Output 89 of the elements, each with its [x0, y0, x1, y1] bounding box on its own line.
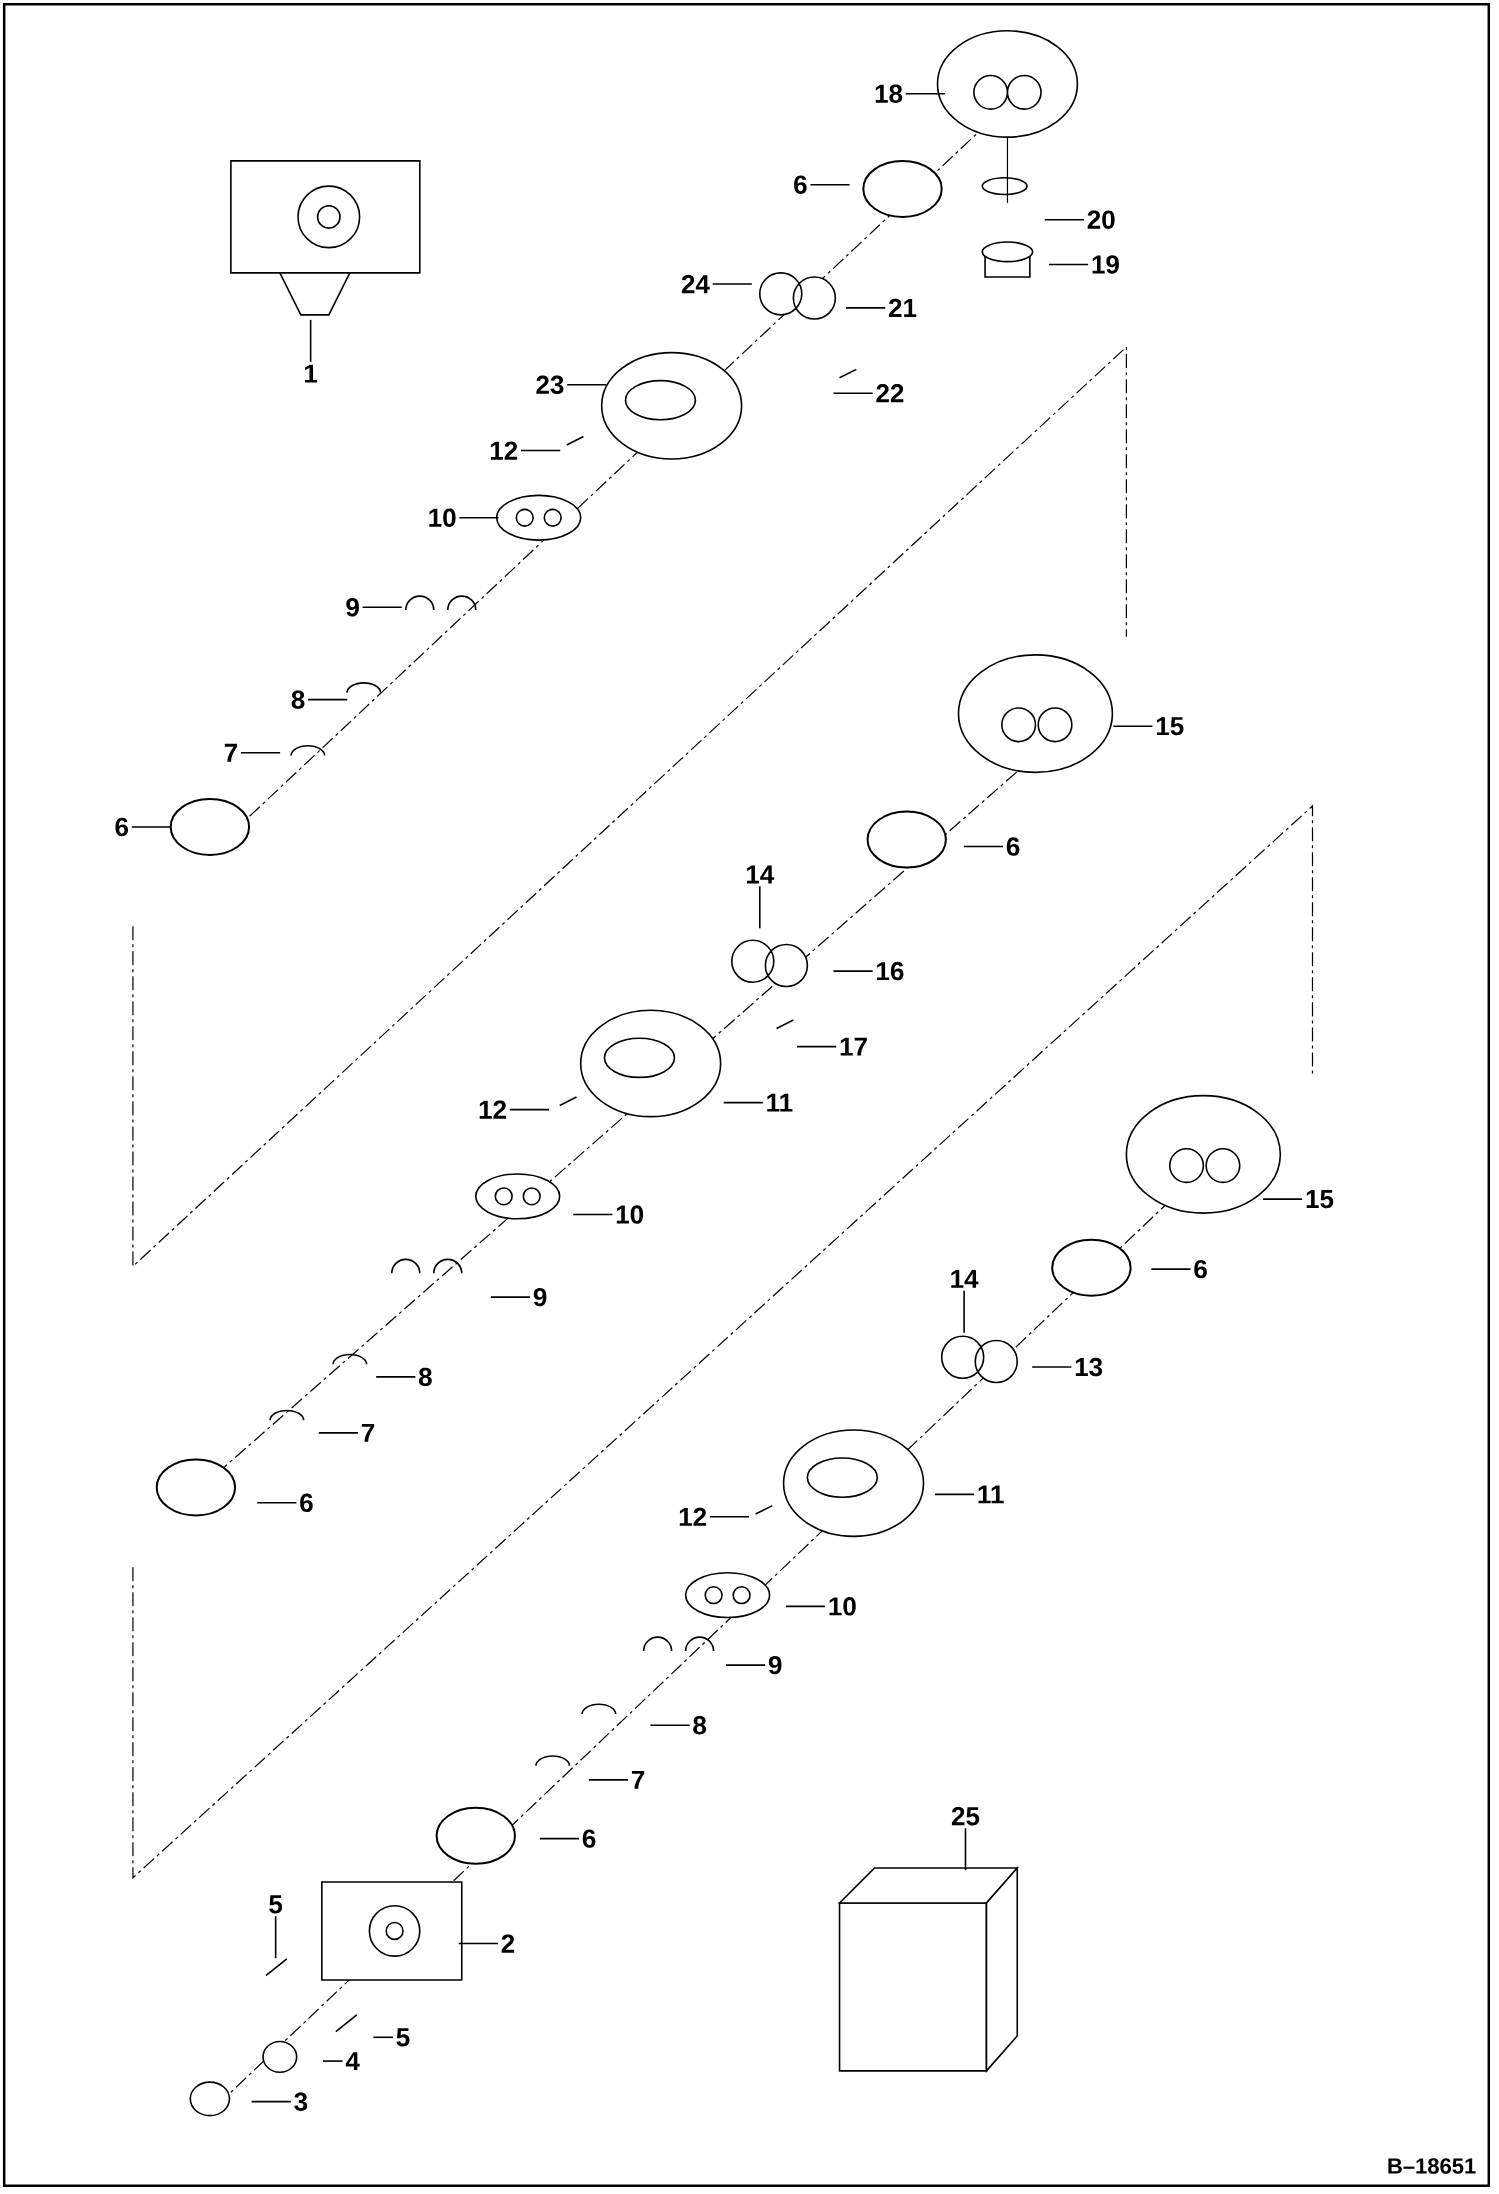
- callout-number: 7: [224, 743, 238, 762]
- figure-number: B–18651: [1388, 2158, 1476, 2174]
- callout-number: 6: [583, 1829, 596, 1848]
- callout-number: 18: [875, 84, 903, 103]
- callout-number: 7: [632, 1770, 645, 1789]
- leader-line: [539, 1837, 581, 1840]
- callout-number: 8: [693, 1716, 707, 1735]
- callout-number: 15: [1157, 717, 1184, 736]
- leader-line: [318, 1432, 359, 1434]
- callout-number: 16: [877, 961, 904, 981]
- leader-line: [963, 845, 1005, 848]
- leader-line: [520, 449, 562, 452]
- leader-line: [310, 319, 312, 363]
- leader-line: [832, 970, 874, 972]
- leader-line: [712, 283, 753, 285]
- leader-line: [509, 1108, 550, 1111]
- leader-line: [809, 183, 851, 186]
- leader-line: [1262, 1198, 1304, 1200]
- callout-number: 6: [1194, 1259, 1208, 1279]
- leader-line: [725, 1664, 767, 1666]
- leader-line: [934, 1493, 976, 1496]
- callout-number: 10: [617, 1205, 644, 1224]
- callout-number: 9: [346, 598, 360, 617]
- leader-line: [322, 2060, 344, 2062]
- leader-line: [362, 606, 403, 609]
- callout-number: 5: [269, 1895, 283, 1914]
- leader-line: [963, 1289, 966, 1334]
- leader-line: [709, 1516, 751, 1518]
- callout-number: 23: [536, 375, 564, 395]
- leader-line: [723, 1101, 764, 1104]
- callout-number: 1: [305, 364, 318, 383]
- leader-line: [256, 1502, 298, 1504]
- leader-line: [1150, 1268, 1192, 1270]
- leader-line: [832, 392, 874, 394]
- callout-number: 17: [840, 1037, 868, 1056]
- leader-line: [307, 698, 349, 701]
- callout-number: 24: [682, 274, 710, 294]
- leader-line: [372, 2036, 394, 2039]
- callout-number: 10: [429, 508, 456, 527]
- callout-number: 25: [952, 1807, 980, 1826]
- callout-number: 14: [747, 865, 775, 884]
- leader-line: [251, 2100, 292, 2103]
- leader-line: [649, 1724, 691, 1727]
- callout-number: 21: [889, 298, 917, 317]
- callout-number: 12: [680, 1507, 707, 1526]
- callout-number: 6: [115, 817, 129, 837]
- callout-number: 6: [794, 175, 807, 194]
- callout-number: 9: [769, 1655, 782, 1675]
- leader-line: [964, 1827, 967, 1871]
- leader-line: [572, 1213, 614, 1216]
- callout-number: 2: [501, 1934, 515, 1953]
- leader-line: [275, 1915, 277, 1960]
- callout-number: 20: [1087, 210, 1115, 229]
- leader-line: [458, 1942, 499, 1945]
- leader-line: [1044, 218, 1085, 221]
- callout-number: 13: [1076, 1357, 1103, 1377]
- leader-line: [785, 1605, 827, 1608]
- leader-line: [759, 885, 761, 930]
- callout-number: 14: [951, 1269, 979, 1288]
- callout-number: 12: [491, 441, 518, 460]
- leader-line: [845, 307, 887, 309]
- callout-number: 9: [533, 1287, 547, 1307]
- callout-number: 22: [876, 384, 904, 403]
- callout-number: 4: [345, 2052, 360, 2071]
- callout-number: 11: [767, 1093, 793, 1112]
- leader-line: [588, 1779, 630, 1781]
- callout-number: 8: [291, 690, 305, 709]
- callout-number: 15: [1306, 1190, 1334, 1209]
- leader-line: [458, 516, 500, 519]
- callout-number: 10: [829, 1597, 856, 1616]
- callout-number: 6: [300, 1493, 313, 1512]
- leader-line: [240, 752, 282, 754]
- callout-number: 6: [1007, 837, 1020, 856]
- callout-number: 5: [396, 2028, 410, 2047]
- callout-number: 8: [419, 1367, 432, 1387]
- leader-line: [375, 1376, 417, 1378]
- leader-line: [1048, 263, 1090, 266]
- leader-line: [1031, 1366, 1073, 1368]
- leader-line: [905, 92, 946, 95]
- callout-number: 12: [479, 1100, 507, 1119]
- callout-number: 11: [978, 1485, 1004, 1504]
- leader-line: [490, 1296, 532, 1298]
- leader-line: [1112, 725, 1154, 727]
- leader-line: [566, 384, 608, 386]
- callout-number: 3: [294, 2092, 308, 2111]
- leader-line: [131, 826, 172, 828]
- callout-number: 19: [1092, 255, 1120, 274]
- callout-number: 7: [362, 1423, 375, 1442]
- leader-line: [796, 1045, 838, 1048]
